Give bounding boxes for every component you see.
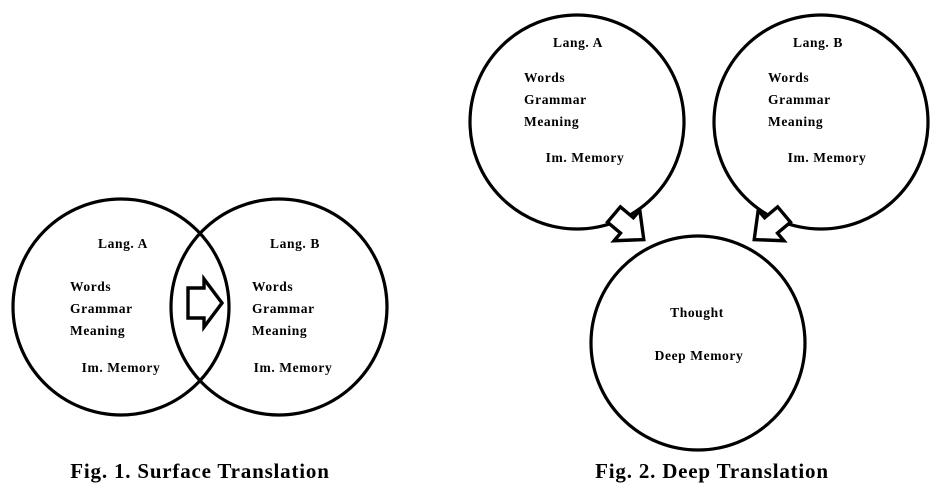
fig2-thought-footer: Deep Memory <box>655 348 744 363</box>
fig1-lang-b-circle <box>169 197 389 417</box>
fig2-thought-title: Thought <box>670 305 724 320</box>
fig2-lang-a-item-grammar: Grammar <box>524 92 587 107</box>
fig1-lang-a-item-meaning: Meaning <box>70 323 125 338</box>
fig1-lang-a-footer: Im. Memory <box>82 360 161 375</box>
fig1-lang-a-title: Lang. A <box>98 236 148 251</box>
fig2-lang-a-item-words: Words <box>524 70 565 85</box>
fig2-lang-a-title: Lang. A <box>553 35 603 50</box>
fig1-lang-a-item-grammar: Grammar <box>70 301 133 316</box>
fig2-lang-b-item-grammar: Grammar <box>768 92 831 107</box>
fig2-lang-a-footer: Im. Memory <box>546 150 625 165</box>
fig1-lang-b-footer: Im. Memory <box>254 360 333 375</box>
fig2-lang-b-item-words: Words <box>768 70 809 85</box>
fig1-lang-b-item-meaning: Meaning <box>252 323 307 338</box>
fig2-caption: Fig. 2. Deep Translation <box>595 459 829 483</box>
fig2-arrow-a-to-thought-icon <box>605 204 646 243</box>
fig2-lang-a-circle <box>468 13 686 231</box>
fig1-lang-b-item-grammar: Grammar <box>252 301 315 316</box>
fig1-lang-a-item-words: Words <box>70 279 111 294</box>
fig2-lang-b-circle <box>712 13 930 231</box>
fig1-lang-b-title: Lang. B <box>270 236 320 251</box>
fig1-arrow-right-icon <box>186 273 225 333</box>
fig2-lang-b-footer: Im. Memory <box>788 150 867 165</box>
figure-2-group: Lang. A Words Grammar Meaning Im. Memory… <box>468 13 930 483</box>
fig1-lang-a-circle <box>11 197 231 417</box>
fig2-thought-circle <box>589 234 807 452</box>
figure-1-group: Lang. A Words Grammar Meaning Im. Memory… <box>11 197 389 483</box>
fig1-lang-b-item-words: Words <box>252 279 293 294</box>
fig2-lang-b-item-meaning: Meaning <box>768 114 823 129</box>
fig2-lang-a-item-meaning: Meaning <box>524 114 579 129</box>
fig1-caption: Fig. 1. Surface Translation <box>70 459 329 483</box>
fig2-lang-b-title: Lang. B <box>793 35 843 50</box>
fig2-arrow-b-to-thought-icon <box>752 204 793 243</box>
